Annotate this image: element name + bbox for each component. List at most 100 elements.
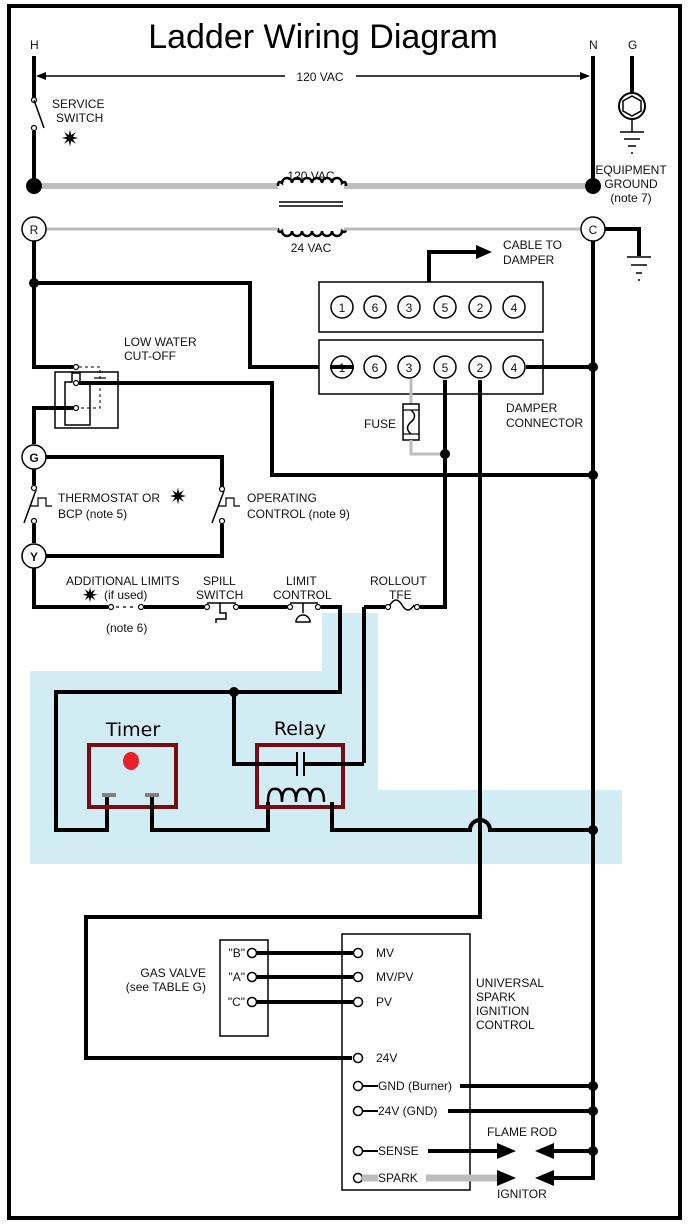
timer-box xyxy=(87,743,178,809)
asterisk-icon: ✷ xyxy=(169,484,187,509)
ignition-control-label: UNIVERSAL xyxy=(476,976,544,990)
damper-connector-pin-label: 6 xyxy=(372,361,379,375)
damper-plug-pin xyxy=(468,295,492,319)
ignition-pin-label: MV/PV xyxy=(376,970,413,984)
damper-plug-pin-label: 6 xyxy=(372,301,379,315)
asterisk-icon: ✷ xyxy=(61,126,79,151)
operating-control-label: OPERATING xyxy=(247,491,317,505)
rollout-tfe-icon xyxy=(389,599,415,611)
damper-connector-pin xyxy=(363,355,387,379)
damper-connector-label: DAMPER xyxy=(506,401,558,415)
arrow-left-icon xyxy=(36,72,46,80)
line-voltage-label: 120 VAC xyxy=(296,70,343,84)
gas-valve-terminal xyxy=(246,971,258,983)
gas-valve-pin-label: "A" xyxy=(228,970,245,984)
ignition-pin-label: 24V xyxy=(376,1051,397,1065)
flame-rod-arrow-icon xyxy=(497,1143,516,1159)
fuse-label: FUSE xyxy=(364,417,396,431)
limit-control-label-2: CONTROL xyxy=(273,588,332,602)
ignition-control-label-3: IGNITION xyxy=(476,1004,529,1018)
additional-limits-label: ADDITIONAL LIMITS xyxy=(66,574,180,588)
junction-dot xyxy=(588,1146,598,1156)
ignition-pin-label: GND (Burner) xyxy=(378,1079,452,1093)
arrow-right-icon xyxy=(476,245,492,259)
damper-connector-pin-label: 5 xyxy=(442,361,449,375)
service-switch-label-2: SWITCH xyxy=(56,111,103,125)
flame-rod-label: FLAME ROD xyxy=(487,1125,557,1139)
ignition-terminal xyxy=(352,947,364,959)
ground-symbol-icon xyxy=(620,131,644,154)
additional-limits-note: (note 6) xyxy=(106,621,147,635)
neutral-junction xyxy=(585,178,601,194)
ignition-control xyxy=(341,933,471,1191)
gas-valve-pin-label: "C" xyxy=(228,995,245,1009)
damper-connector-pin-label: 2 xyxy=(477,361,484,375)
damper-connector-label-2: CONNECTOR xyxy=(506,416,583,430)
spill-switch-icon xyxy=(207,602,236,623)
ignition-pin-label: 24V (GND) xyxy=(378,1104,437,1118)
rollout-label: ROLLOUT xyxy=(370,574,427,588)
ignition-pin-label: SPARK xyxy=(378,1171,418,1185)
hot-label: H xyxy=(30,38,39,52)
damper-plug-pin xyxy=(502,295,526,319)
damper-connector-pin xyxy=(433,355,457,379)
junction-dot xyxy=(229,687,239,697)
damper-connector-pin-label: 4 xyxy=(511,361,518,375)
damper-connector-pin-label: 3 xyxy=(406,361,413,375)
equipment-ground-label-2: GROUND xyxy=(604,177,658,191)
damper-plug-pin xyxy=(363,295,387,319)
junction-dot xyxy=(588,1106,598,1116)
transformer-icon xyxy=(276,176,348,238)
ignition-terminal xyxy=(352,1105,364,1117)
service-switch-label: SERVICE xyxy=(52,97,104,111)
damper-plug-pin-label: 4 xyxy=(511,301,518,315)
ignition-pin-label: SENSE xyxy=(378,1144,419,1158)
diagram-title: Ladder Wiring Diagram xyxy=(148,18,498,56)
ignition-terminal xyxy=(352,1172,364,1184)
damper-plug-pin-label: 1 xyxy=(339,301,346,315)
relay-label: Relay xyxy=(274,718,326,740)
equipment-ground-note: (note 7) xyxy=(610,191,651,205)
junction-dot xyxy=(588,470,598,480)
damper-connector-pin xyxy=(468,355,492,379)
timer-label: Timer xyxy=(105,719,160,741)
service-switch-blade xyxy=(33,99,45,129)
relay-box xyxy=(255,743,345,809)
terminal-r-label: R xyxy=(30,223,39,237)
transformer-secondary-label: 24 VAC xyxy=(291,241,332,255)
ignition-terminal xyxy=(352,1145,364,1157)
gas-valve-pin-label: "B" xyxy=(228,946,245,960)
limit-control-label: LIMIT xyxy=(286,574,317,588)
thermostat-label-2: BCP (note 5) xyxy=(58,507,127,521)
damper-plug-pin-label: 2 xyxy=(477,301,484,315)
additional-limits-label-2: (if used) xyxy=(104,588,147,602)
damper-plug-pin-label: 3 xyxy=(406,301,413,315)
equipment-ground-label: EQUIPMENT xyxy=(595,163,667,177)
low-water-label: LOW WATER xyxy=(124,335,197,349)
ignitor-label: IGNITOR xyxy=(497,1187,547,1201)
timer-terminal xyxy=(145,793,159,797)
ignitor-arrow-icon xyxy=(497,1170,516,1186)
junction-dot xyxy=(588,1081,598,1091)
damper-plug-pin xyxy=(433,295,457,319)
junction-dot xyxy=(588,825,598,835)
cable-to-damper-label: CABLE TO xyxy=(503,238,562,252)
thermostat-label: THERMOSTAT OR xyxy=(58,491,160,505)
ignition-pin-label: PV xyxy=(376,995,392,1009)
low-water-label-2: CUT-OFF xyxy=(124,349,176,363)
ignition-control-label-4: CONTROL xyxy=(476,1018,535,1032)
ignition-control-label-2: SPARK xyxy=(476,990,516,1004)
damper-plug-pin xyxy=(330,295,354,319)
arrow-left-icon xyxy=(535,1143,554,1159)
ignition-terminal xyxy=(352,1080,364,1092)
damper-connector-pin xyxy=(502,355,526,379)
operating-control-label-2: CONTROL (note 9) xyxy=(247,507,350,521)
gas-valve-terminal xyxy=(246,947,258,959)
terminal-c-label: C xyxy=(589,223,598,237)
ignition-terminal xyxy=(352,1052,364,1064)
ground-symbol-icon xyxy=(627,256,651,281)
transformer-primary-label: 120 VAC xyxy=(287,169,334,183)
neutral-label: N xyxy=(589,38,598,52)
arrow-right-icon xyxy=(580,72,590,80)
